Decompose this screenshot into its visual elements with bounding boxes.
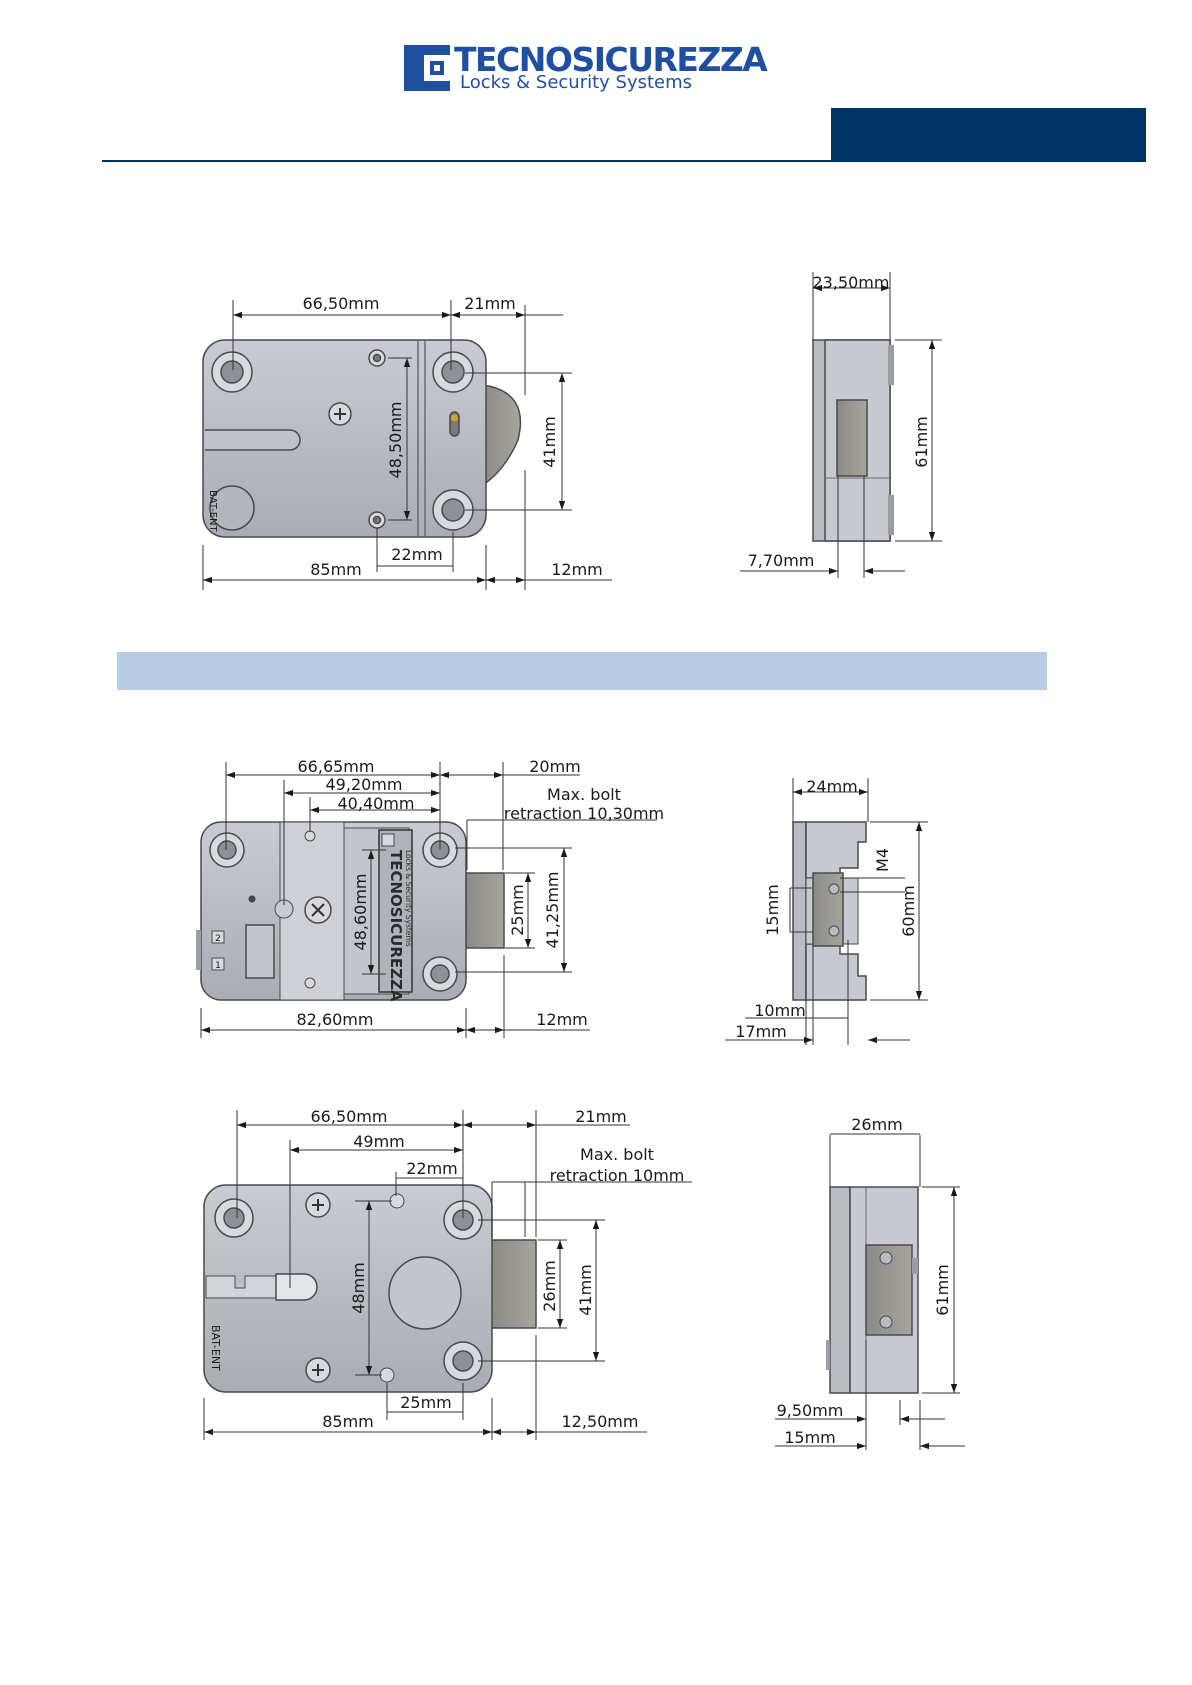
lock1-case-label: BAT-ENT — [207, 490, 218, 533]
lock3-case-label: BAT-ENT — [209, 1325, 222, 1371]
lock1-front-view — [202, 339, 522, 538]
lock2-dim-hole-vertical: 48,60mm — [351, 874, 370, 951]
lock2-connector-1: 1 — [215, 961, 221, 971]
lock1-dim-width: 85mm — [310, 560, 362, 579]
lock3-side-view — [826, 1186, 919, 1394]
lock2-dim-bolt-throw: 12mm — [536, 1010, 588, 1029]
lock3-dim-width: 85mm — [322, 1412, 374, 1431]
lock3-side-dimensions — [775, 1133, 965, 1450]
lock2-dim-bolt-top: 20mm — [529, 757, 581, 776]
lock3-dim-top-span: 66,50mm — [311, 1107, 388, 1126]
lock2-side-dim-offset2: 17mm — [735, 1022, 787, 1041]
lock2-dim-span2: 49,20mm — [326, 775, 403, 794]
lock1-side-dim-depth: 23,50mm — [813, 273, 890, 292]
lock3-front-view — [203, 1184, 537, 1393]
lock3-side-dim-offset1: 9,50mm — [777, 1401, 844, 1420]
lock2-dim-bolt-span: 41,25mm — [543, 872, 562, 949]
header-rule — [102, 160, 1146, 162]
lock2-front-dimensions — [200, 762, 657, 1038]
lock1-side-view — [812, 339, 894, 542]
lock1-dim-hole-vertical: 48,50mm — [386, 402, 405, 479]
lock2-dim-span3: 40,40mm — [338, 794, 415, 813]
lock1-dim-bolt-top: 21mm — [464, 294, 516, 313]
lock1-side-dim-offset: 7,70mm — [748, 551, 815, 570]
lock2-retraction-line1: Max. bolt — [547, 785, 621, 804]
lock2-connector-2: 2 — [215, 934, 221, 944]
lock1-front-dimensions — [202, 300, 612, 590]
lock3-front-dimensions — [203, 1110, 692, 1440]
lock1-dim-top-span: 66,50mm — [303, 294, 380, 313]
lock1-side-dim-height: 61mm — [912, 416, 931, 468]
lock2-dim-bolt-height: 25mm — [508, 884, 527, 936]
lock2-plate-brand: TECNOSICUREZZA — [387, 850, 405, 1002]
lock2-side-dimensions — [725, 778, 928, 1045]
lock3-retraction-line2: retraction 10mm — [550, 1166, 685, 1185]
lock3-dim-hole-spacing: 25mm — [400, 1393, 452, 1412]
lock2-side-dim-bolt: 15mm — [763, 884, 782, 936]
lock3-dim-bolt-height: 26mm — [540, 1260, 559, 1312]
header-box — [831, 108, 1146, 162]
lock3-dim-bolt-span: 41mm — [576, 1264, 595, 1316]
lock2-side-dim-depth: 24mm — [806, 777, 858, 796]
lock2-dim-width: 82,60mm — [297, 1010, 374, 1029]
lock3-retraction-line1: Max. bolt — [580, 1145, 654, 1164]
lock2-front-view — [196, 821, 505, 1001]
logo-mark-icon — [404, 45, 450, 91]
lock2-plate-tagline: Locks & Security Systems — [404, 850, 413, 947]
lock3-dim-span2: 49mm — [353, 1132, 405, 1151]
lock3-side-dim-height: 61mm — [933, 1264, 952, 1316]
lock3-side-dim-offset2: 15mm — [784, 1428, 836, 1447]
lock3-dim-bolt-throw: 12,50mm — [562, 1412, 639, 1431]
lock2-dim-top-span: 66,65mm — [298, 757, 375, 776]
lock2-side-view — [792, 821, 867, 1001]
lock3-side-dim-depth: 26mm — [851, 1115, 903, 1134]
lock3-dim-hole-vertical: 48mm — [349, 1262, 368, 1314]
brand-tagline: Locks & Security Systems — [460, 72, 693, 93]
lock2-side-dim-offset1: 10mm — [754, 1001, 806, 1020]
section-band — [117, 652, 1047, 690]
brand-logo: TECNOSICUREZZA Locks & Security Systems — [400, 40, 780, 100]
lock3-dim-bolt-top: 21mm — [575, 1107, 627, 1126]
lock1-dim-bolt-throw: 12mm — [551, 560, 603, 579]
lock2-retraction-line2: retraction 10,30mm — [504, 804, 664, 823]
lock1-dim-hole-spacing: 22mm — [391, 545, 443, 564]
lock2-side-dim-height: 60mm — [899, 885, 918, 937]
brand-name: TECNOSICUREZZA — [454, 40, 768, 79]
lock1-dim-bolt-height: 41mm — [540, 416, 559, 468]
lock1-side-dimensions — [740, 272, 942, 578]
lock2-side-dim-thread: M4 — [873, 848, 892, 872]
lock3-dim-span3: 22mm — [406, 1159, 458, 1178]
